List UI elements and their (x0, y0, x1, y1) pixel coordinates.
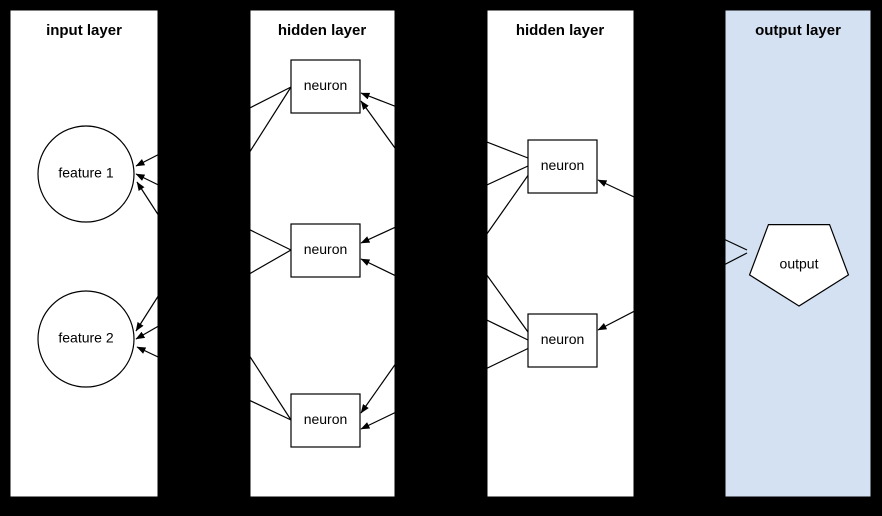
node-shape-feature-2[interactable] (37, 290, 135, 388)
node-label-hidden2-neuron-1: neuron (541, 157, 585, 173)
node-shape-hidden1-neuron-1[interactable] (290, 59, 361, 114)
layer-panel-hidden-layer-2 (486, 9, 635, 498)
connection-e-h2n2-h1n1 (360, 100, 529, 333)
layer-title-output-layer: output layer (755, 22, 841, 39)
node-shape-hidden1-neuron-3[interactable] (290, 393, 361, 448)
connection-e-out-h2n2 (597, 252, 748, 331)
node-label-hidden1-neuron-2: neuron (304, 241, 348, 257)
node-label-feature-2: feature 2 (58, 330, 113, 346)
connection-e-h2n2-h1n3 (360, 347, 530, 430)
layer-title-hidden-layer-1: hidden layer (278, 22, 367, 39)
node-label-hidden1-neuron-3: neuron (304, 411, 348, 427)
connection-e-h1n1-f2 (135, 86, 292, 332)
connection-e-h1n1-f1 (135, 86, 292, 167)
node-shape-hidden2-neuron-2[interactable] (527, 313, 598, 368)
connection-e-h2n1-h1n1 (360, 92, 529, 159)
layer-title-hidden-layer-2: hidden layer (516, 22, 605, 39)
node-label-feature-1: feature 1 (58, 165, 113, 181)
connection-e-h2n1-h1n3 (360, 173, 530, 414)
node-shape-feature-1[interactable] (37, 125, 135, 223)
connection-e-h2n1-h1n2 (360, 165, 529, 244)
connection-e-h1n3-f1 (136, 181, 292, 421)
connection-e-h2n2-h1n2 (360, 258, 529, 341)
layer-panel-input-layer (9, 9, 159, 498)
node-label-hidden2-neuron-2: neuron (541, 331, 585, 347)
node-shape-output-node[interactable] (748, 223, 850, 307)
node-shape-hidden2-neuron-1[interactable] (527, 139, 598, 194)
nodes-group: feature 1 feature 2 neuron neuron neuron neur… (37, 59, 850, 448)
connection-e-h1n2-f2 (135, 249, 292, 340)
node-label-output-node: output (780, 256, 819, 272)
connection-e-h1n3-f2 (136, 346, 292, 421)
connection-e-h1n2-f1 (135, 173, 292, 251)
connections-group (135, 86, 748, 430)
connection-e-out-h2n1 (597, 179, 748, 251)
layer-title-input-layer: input layer (46, 22, 122, 39)
node-shape-hidden1-neuron-2[interactable] (290, 223, 361, 278)
node-label-hidden1-neuron-1: neuron (304, 77, 348, 93)
